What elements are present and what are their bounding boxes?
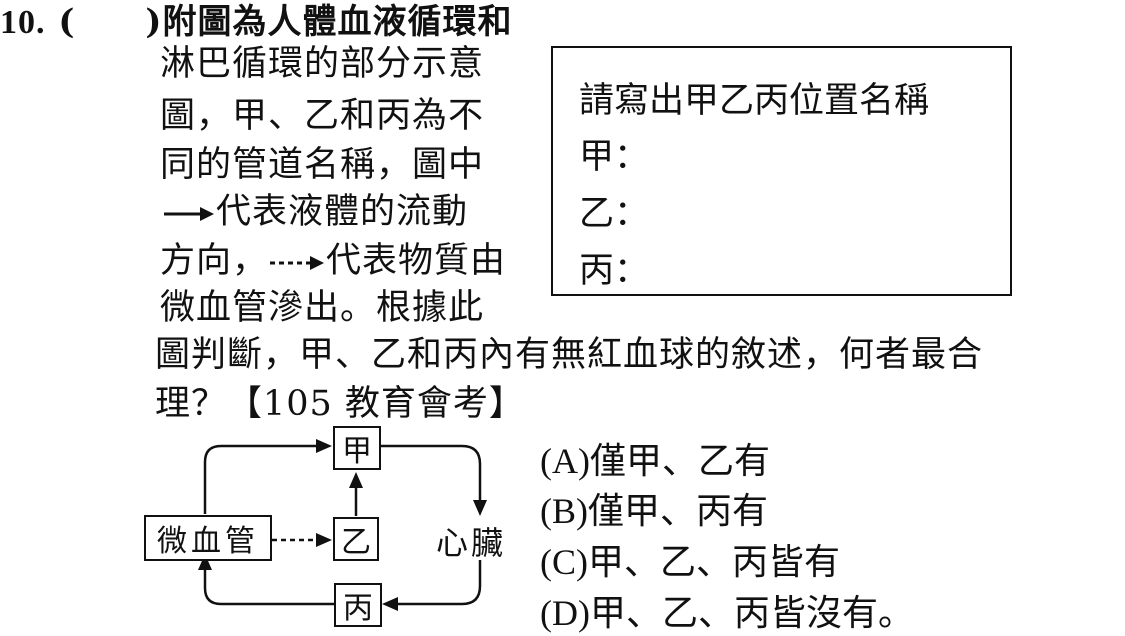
arrowhead-to-bing [382,597,398,611]
answer-field-jia[interactable]: 甲： [579,137,650,177]
arrowhead-to-heart [473,500,487,516]
answer-blank[interactable]: ( ) [58,2,163,42]
connector-capillary-to-jia [203,444,318,514]
arrowhead-to-jia [316,439,332,453]
connector-heart-to-bing [396,560,482,606]
body-line-4-text: 代表液體的流動 [216,192,469,232]
arrowhead-to-yi [316,533,332,547]
connector-jia-to-heart [381,444,482,502]
answer-field-yi[interactable]: 乙： [579,194,650,234]
node-capillary: 微血管 [144,515,272,561]
option-c-prefix: (C) [540,542,588,582]
body-line-3: 同的管道名稱，圖中 [160,145,485,185]
body-line-5-post: 代表物質由 [326,241,507,281]
option-a[interactable]: (A)僅甲、乙有 [540,432,770,484]
arrowhead-yi-to-jia [349,472,363,488]
question-title: 附圖為人體血液循環和 [162,2,513,42]
option-d-prefix: (D) [540,593,590,633]
question-number: 10. [0,4,46,41]
option-c-text: 甲、乙、丙皆有 [588,542,841,583]
node-bing: 丙 [334,583,382,627]
option-b-prefix: (B) [540,491,588,531]
node-jia: 甲 [333,426,381,470]
option-b[interactable]: (B)僅甲、丙有 [540,482,768,534]
answer-box-prompt: 請寫出甲乙丙位置名稱 [579,81,930,121]
option-d[interactable]: (D)甲、乙、丙皆沒有。 [540,584,914,636]
body-line-7: 圖判斷，甲、乙和丙內有無紅血球的敘述，何者最合 [155,335,984,375]
solid-arrow-icon [164,206,214,221]
arrowhead-to-capillary [198,554,212,570]
answer-field-bing[interactable]: 丙： [579,251,650,291]
body-line-5-pre: 方向， [160,241,269,281]
body-line-8: 理？【105 教育會考】 [155,384,525,424]
option-d-text: 甲、乙、丙皆沒有。 [589,593,914,634]
option-a-prefix: (A) [540,441,590,481]
node-yi: 乙 [333,517,379,561]
dashed-arrow-icon [270,255,325,270]
body-line-5: 方向， 代表物質由 [160,241,506,281]
option-b-text: 僅甲、丙有 [588,491,769,532]
body-line-1: 淋巴循環的部分示意 [160,44,485,84]
option-a-text: 僅甲、乙有 [589,441,770,482]
option-c[interactable]: (C)甲、乙、丙皆有 [540,533,840,585]
answer-box: 請寫出甲乙丙位置名稱 甲： 乙： 丙： [551,46,1012,296]
body-line-2: 圖，甲、乙和丙為不 [160,96,485,136]
body-line-6: 微血管滲出。根據此 [160,288,485,328]
connector-bing-to-capillary [203,568,334,606]
question-header: 10. ( )附圖為人體血液循環和 [0,0,513,43]
node-heart: 心臟 [436,524,507,562]
body-line-4: 代表液體的流動 [160,192,468,232]
